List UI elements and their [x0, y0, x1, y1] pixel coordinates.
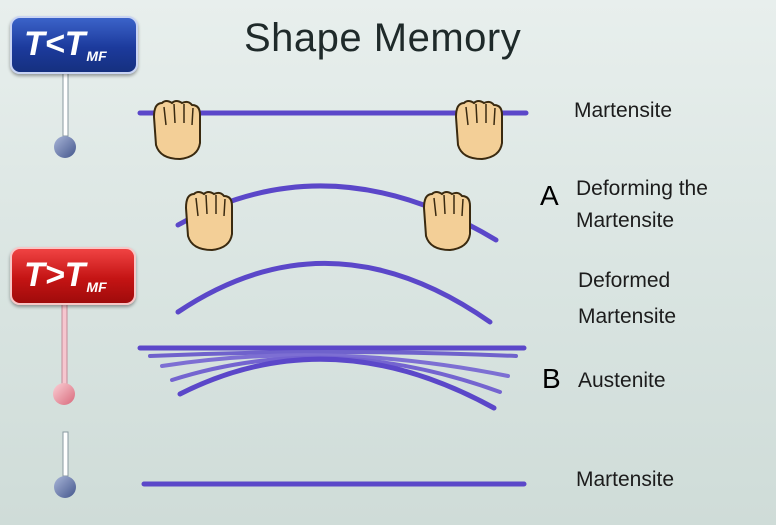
label-martensite-1: Martensite: [574, 99, 673, 122]
temperature-badge-cold: T<TMF: [10, 16, 138, 74]
hand-icon: [153, 100, 201, 160]
label-deforming-line1: Deforming the: [576, 177, 708, 200]
hand-icon: [455, 100, 503, 160]
badge-main: T<T: [24, 25, 86, 63]
hand-icon: [185, 191, 233, 251]
wire-deformed: [175, 260, 493, 325]
wire-recovering: [137, 345, 527, 411]
badge-main: T>T: [24, 256, 86, 294]
thermometer-cold-icon: [54, 431, 76, 498]
label-austenite: Austenite: [578, 369, 666, 392]
label-deforming-line2: Martensite: [576, 209, 675, 232]
label-deformed-line1: Deformed: [578, 269, 671, 292]
badge-text-cold: T<TMF: [24, 26, 107, 74]
hand-icon: [423, 191, 471, 251]
label-deformed-line2: Martensite: [578, 305, 677, 328]
thermometer-hot-icon: [53, 302, 75, 405]
marker-a: A: [540, 180, 559, 211]
thermometer-cold-icon: [54, 71, 76, 158]
marker-b: B: [542, 363, 561, 394]
diagram-title: Shape Memory: [244, 16, 522, 60]
temperature-badge-hot: T>TMF: [10, 247, 136, 305]
badge-text-hot: T>TMF: [24, 257, 107, 305]
badge-sub: MF: [86, 48, 107, 64]
badge-sub: MF: [86, 279, 107, 295]
label-martensite-2: Martensite: [576, 468, 675, 491]
